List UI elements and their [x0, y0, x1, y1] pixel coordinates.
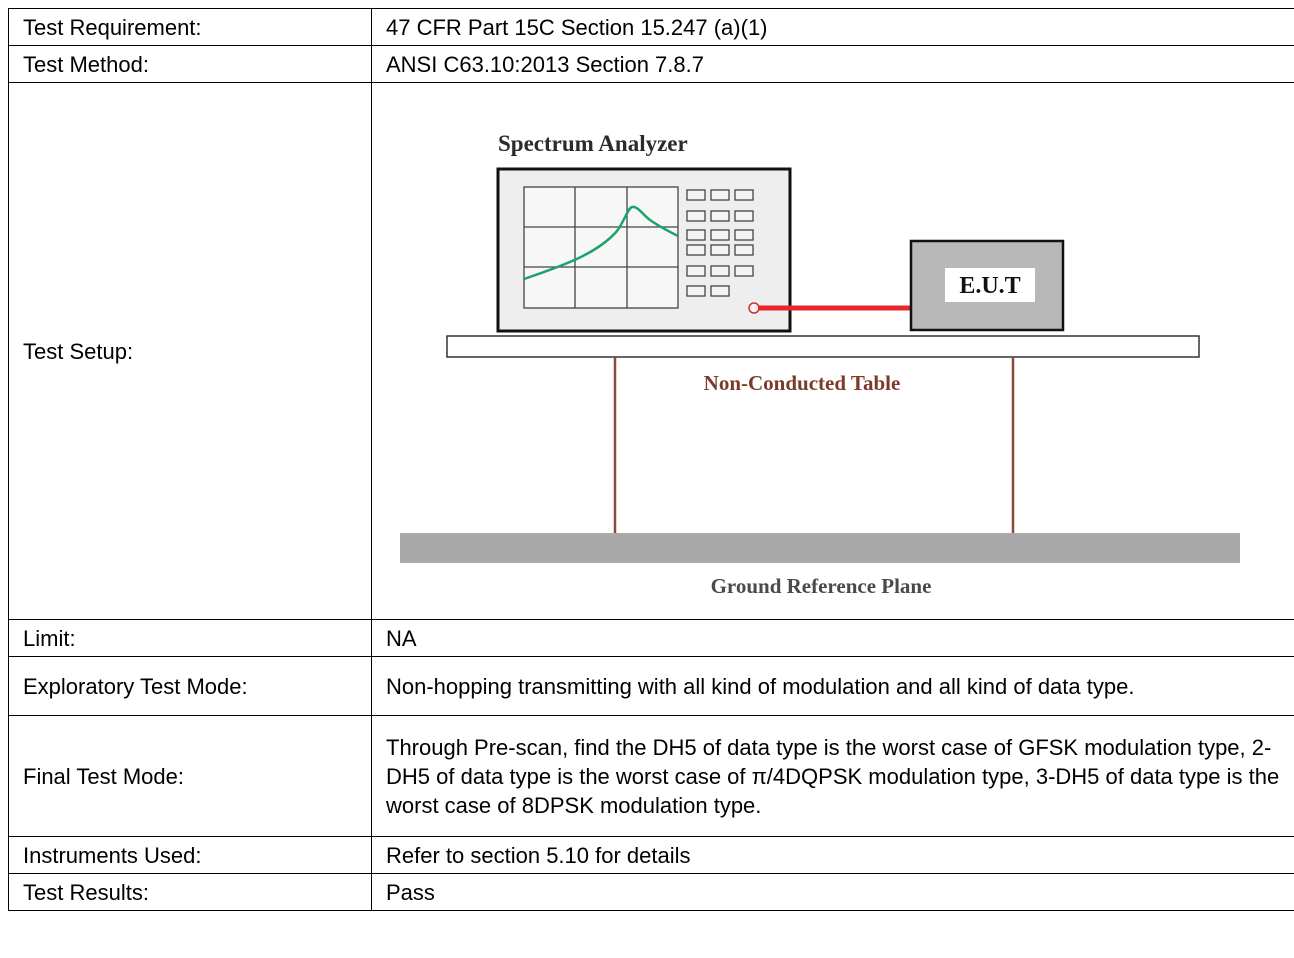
ground-reference-plane — [400, 533, 1240, 563]
row-test-method: Test Method: ANSI C63.10:2013 Section 7.… — [8, 45, 1294, 83]
row-final-test-mode: Final Test Mode: Through Pre-scan, find … — [8, 715, 1294, 837]
row-label: Final Test Mode: — [8, 715, 372, 837]
ground-label: Ground Reference Plane — [711, 574, 932, 598]
test-spec-table: Test Requirement: 47 CFR Part 15C Sectio… — [8, 8, 1294, 911]
row-value: Refer to section 5.10 for details — [371, 836, 1294, 874]
analyzer-label: Spectrum Analyzer — [498, 131, 688, 156]
analyzer-keypad — [686, 189, 754, 297]
row-exploratory-test-mode: Exploratory Test Mode: Non-hopping trans… — [8, 656, 1294, 716]
row-label: Instruments Used: — [8, 836, 372, 874]
row-value: NA — [371, 619, 1294, 657]
row-value: 47 CFR Part 15C Section 15.247 (a)(1) — [371, 8, 1294, 46]
test-setup-diagram: Spectrum Analyzer — [400, 131, 1240, 598]
row-value: Non-hopping transmitting with all kind o… — [371, 656, 1294, 716]
analyzer-screen — [523, 186, 679, 309]
row-label: Test Requirement: — [8, 8, 372, 46]
eut-label-bg — [945, 268, 1035, 302]
row-label: Test Method: — [8, 45, 372, 83]
row-label: Test Setup: — [8, 82, 372, 620]
non-conducted-table-top — [446, 335, 1200, 358]
spectrum-trace — [523, 205, 679, 281]
row-value: Through Pre-scan, find the DH5 of data t… — [371, 715, 1294, 837]
row-label: Exploratory Test Mode: — [8, 656, 372, 716]
row-test-setup: Test Setup: Spectrum Analyzer — [8, 82, 1294, 620]
row-label: Limit: — [8, 619, 372, 657]
rf-port — [748, 302, 760, 314]
row-instruments-used: Instruments Used: Refer to section 5.10 … — [8, 836, 1294, 874]
row-value: ANSI C63.10:2013 Section 7.8.7 — [371, 45, 1294, 83]
setup-diagram-cell: Spectrum Analyzer — [371, 82, 1294, 620]
row-limit: Limit: NA — [8, 619, 1294, 657]
row-value: Pass — [371, 873, 1294, 911]
eut-label: E.U.T — [959, 273, 1020, 299]
row-test-results: Test Results: Pass — [8, 873, 1294, 911]
row-test-requirement: Test Requirement: 47 CFR Part 15C Sectio… — [8, 8, 1294, 46]
row-label: Test Results: — [8, 873, 372, 911]
table-label: Non-Conducted Table — [704, 371, 901, 395]
